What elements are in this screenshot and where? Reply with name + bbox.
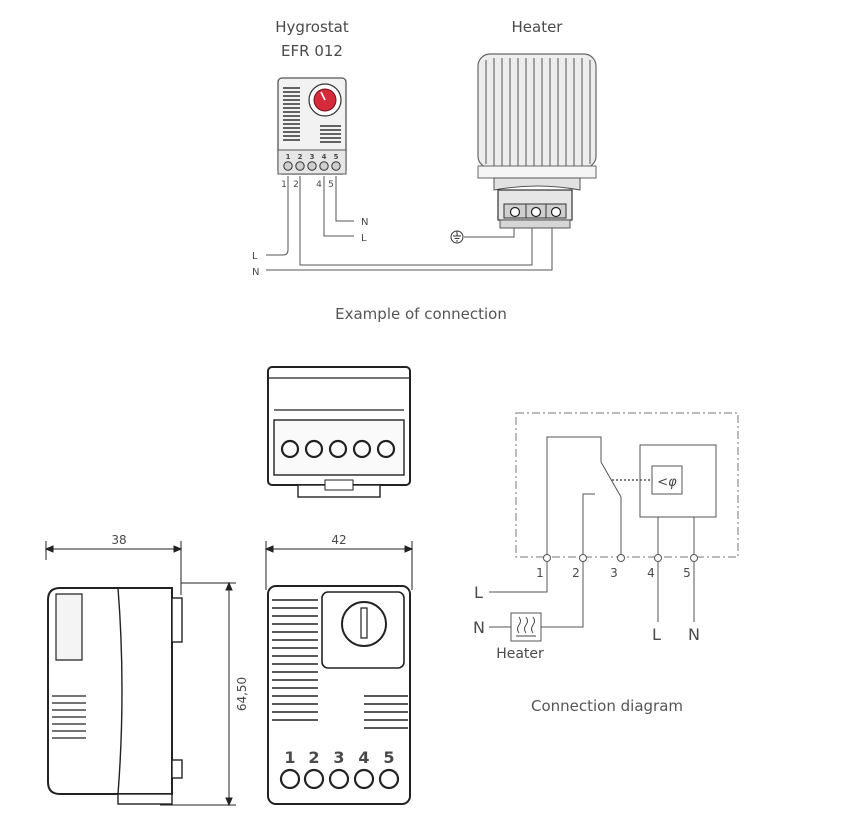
wire-number-2: 2 [293, 180, 299, 190]
wire-label-l-left: L [252, 251, 258, 262]
hygrostat-terminal-5: 5 [334, 153, 339, 161]
humidity-sensor-icon [651, 465, 683, 495]
wire-label-n-right: N [361, 217, 368, 228]
diagram-label-n-input: N [473, 618, 485, 637]
hygrostat-terminal-1: 1 [286, 153, 291, 161]
front-terminal-label-1: 1 [284, 748, 295, 767]
side-view [47, 587, 183, 805]
diagram-terminal-5: 5 [683, 566, 691, 580]
caption-connection-example: Example of connection [335, 305, 507, 323]
hygrostat-device: 1 2 3 4 5 [277, 77, 347, 175]
dimension-depth-label: 38 [111, 533, 126, 547]
hygrostat-terminal-2: 2 [298, 153, 303, 161]
caption-connection-diagram: Connection diagram [531, 697, 683, 715]
wire-label-l-right: L [361, 233, 367, 244]
diagram-heater-label: Heater [496, 646, 544, 662]
wire-label-n-left: N [252, 267, 259, 278]
hygrostat-model: EFR 012 [281, 42, 343, 60]
diagram-label-l-output: L [652, 625, 661, 644]
connection-example: Hygrostat EFR 012 [252, 18, 597, 323]
diagram-terminal-3: 3 [610, 566, 618, 580]
earth-icon [450, 230, 464, 244]
heater-title: Heater [512, 18, 564, 36]
heater-device [477, 53, 597, 229]
wire-number-1: 1 [281, 180, 287, 190]
dimension-height-label: 64,50 [235, 677, 249, 711]
front-terminal-label-2: 2 [308, 748, 319, 767]
dimension-drawing: 38 42 64,50 [44, 366, 414, 807]
front-view: 1 2 3 4 5 [267, 585, 411, 805]
top-view [267, 366, 411, 498]
dimension-38 [44, 541, 183, 595]
diagram-label-l-input: L [474, 583, 483, 602]
hygrostat-title: Hygrostat [275, 18, 349, 36]
diagram-terminal-1: 1 [536, 566, 544, 580]
front-terminal-label-4: 4 [358, 748, 369, 767]
svg-text:<φ: <φ [657, 475, 677, 490]
diagram-terminal-2: 2 [572, 566, 580, 580]
hygrostat-terminal-4: 4 [322, 153, 327, 161]
diagram-terminal-4: 4 [647, 566, 655, 580]
dimension-42 [264, 541, 414, 590]
dimension-64-50 [160, 581, 236, 807]
wiring [266, 176, 553, 271]
connection-diagram: <φ 1 2 3 4 5 L N L N Heater Connection d… [473, 412, 739, 715]
heater-symbol-icon [510, 612, 542, 642]
diagram-label-n-output: N [688, 625, 700, 644]
dimension-width-label: 42 [331, 533, 346, 547]
wire-number-4: 4 [316, 180, 322, 190]
hygrostat-terminal-3: 3 [310, 153, 315, 161]
front-terminal-label-5: 5 [383, 748, 394, 767]
front-terminal-label-3: 3 [333, 748, 344, 767]
wire-number-5: 5 [328, 180, 334, 190]
device-boundary [515, 412, 739, 558]
